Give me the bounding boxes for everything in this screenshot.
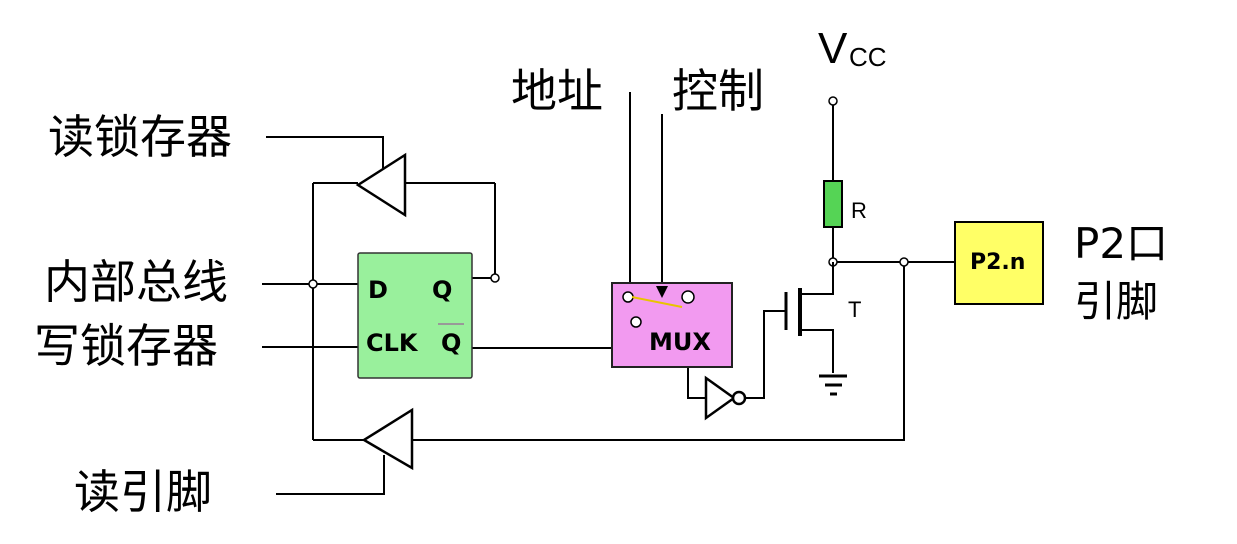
address-label: 地址 bbox=[511, 64, 603, 118]
qbar-to-mux-wire bbox=[472, 326, 617, 349]
control-label: 控制 bbox=[672, 64, 764, 118]
inverter-bubble bbox=[731, 390, 747, 406]
port-label: P2.n bbox=[970, 250, 1025, 275]
read-pin-label: 读引脚 bbox=[74, 465, 212, 519]
read-latch-buffer bbox=[355, 152, 407, 218]
transistor-label: T bbox=[848, 297, 861, 322]
source-lead bbox=[800, 329, 834, 373]
read-pin-buffer bbox=[361, 407, 414, 471]
latch-q-label: Q bbox=[432, 276, 452, 304]
mux: MUX bbox=[611, 282, 733, 368]
latch-clk-label: CLK bbox=[366, 329, 419, 357]
mux-switch-line bbox=[631, 296, 683, 308]
drain-lead bbox=[800, 262, 834, 295]
port-caption-line2: 引脚 bbox=[1074, 277, 1158, 326]
junction-pin-dot bbox=[899, 257, 909, 267]
inverter-triangle bbox=[704, 375, 737, 421]
resistor bbox=[823, 180, 843, 228]
latch-d-label: D bbox=[368, 276, 388, 304]
junctions bbox=[308, 96, 909, 289]
vcc-cc-label: CC bbox=[849, 42, 887, 72]
junction-q-dot bbox=[490, 273, 500, 283]
port-box: P2.n bbox=[954, 221, 1044, 305]
inverter bbox=[704, 375, 747, 421]
mux-output bbox=[681, 290, 695, 304]
transistor bbox=[784, 262, 847, 396]
junction-bus-dot bbox=[308, 279, 318, 289]
mux-input-a bbox=[622, 291, 634, 303]
inverter-to-gate-wire bbox=[746, 310, 786, 399]
mux-input-b bbox=[630, 316, 642, 328]
write-latch-label: 写锁存器 bbox=[34, 319, 218, 373]
control-arrow-head bbox=[656, 286, 668, 298]
read-latch-label: 读锁存器 bbox=[48, 110, 232, 164]
read-pin-control-wire bbox=[276, 455, 385, 495]
d-latch: D Q CLK Q bbox=[357, 252, 473, 379]
mux-label: MUX bbox=[649, 328, 711, 356]
vcc-v-label: V bbox=[818, 24, 848, 73]
latch-qbar-label: Q bbox=[441, 329, 461, 357]
port-caption-line1: P2口 bbox=[1074, 219, 1168, 268]
resistor-label: R bbox=[851, 198, 867, 223]
pin-feedback-wire bbox=[412, 262, 905, 441]
port-rect bbox=[954, 221, 1044, 305]
read-latch-control-wire bbox=[266, 136, 384, 168]
vcc-terminal bbox=[828, 96, 838, 106]
internal-bus-label: 内部总线 bbox=[44, 255, 228, 309]
latch-box bbox=[357, 252, 473, 379]
